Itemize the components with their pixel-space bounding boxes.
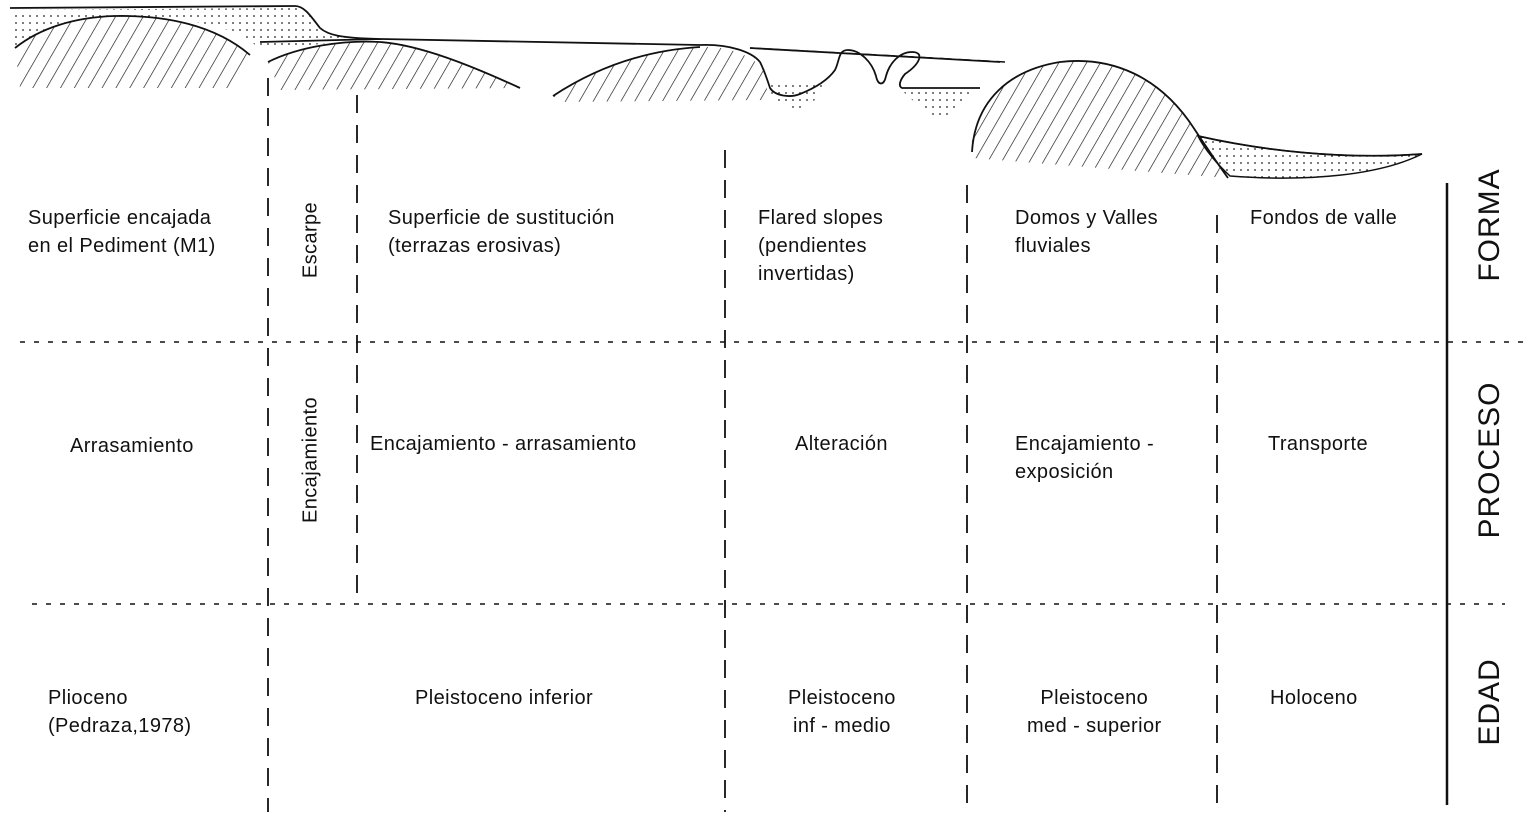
forma-cell-3: Superficie de sustitución(terrazas erosi… xyxy=(388,207,615,257)
proceso-cell-5: Encajamiento -exposición xyxy=(1015,433,1154,483)
proceso-cell-6: Transporte xyxy=(1268,433,1368,455)
row-header-forma: FORMA xyxy=(1473,168,1506,282)
edad-cell-6: Holoceno xyxy=(1270,687,1358,709)
dashed-surface-projection xyxy=(749,47,1006,63)
proceso-cell-1: Arrasamiento xyxy=(70,435,194,457)
forma-cell-6: Fondos de valle xyxy=(1250,207,1398,229)
sediment-flared-b xyxy=(900,88,975,120)
proceso-cell-4: Alteración xyxy=(795,433,888,455)
row-header-edad: EDAD xyxy=(1473,658,1506,746)
dome-4 xyxy=(970,60,1228,178)
row-header-proceso: PROCESO xyxy=(1473,381,1506,539)
edad-cell-1: Plioceno(Pedraza,1978) xyxy=(48,687,192,737)
dome-3 xyxy=(553,46,768,102)
proceso-cell-3: Encajamiento - arrasamiento xyxy=(370,433,637,455)
edad-cell-3: Pleistoceno inferior xyxy=(415,687,594,709)
dome-1 xyxy=(15,15,250,89)
proceso-cell-2: Encajamiento xyxy=(299,397,322,523)
dome-2 xyxy=(268,41,520,90)
forma-cell-2: Escarpe xyxy=(299,201,322,279)
sediment-top-left xyxy=(10,8,380,50)
sediment-flared-a xyxy=(765,80,825,109)
